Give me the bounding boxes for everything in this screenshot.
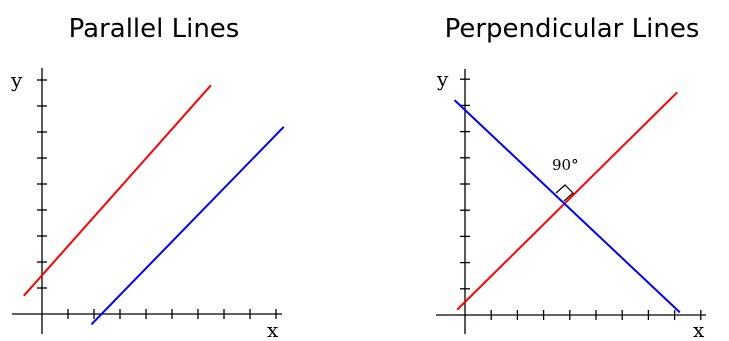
parallel-panel: Parallel Lines y x — [10, 14, 285, 341]
parallel-y-label: y — [10, 68, 23, 92]
perpendicular-panel: Perpendicular Lines y x 90° — [436, 14, 706, 341]
red-line — [23, 84, 212, 297]
parallel-lines — [23, 84, 285, 326]
parallel-title: Parallel Lines — [69, 14, 240, 44]
right-angle-label: 90° — [552, 156, 579, 174]
blue-line — [453, 99, 681, 314]
right-angle-marker — [555, 184, 574, 202]
perpendicular-axes — [436, 69, 706, 334]
perpendicular-lines — [453, 91, 681, 314]
perpendicular-x-label: x — [693, 318, 705, 341]
red-line — [456, 91, 678, 311]
perpendicular-title: Perpendicular Lines — [445, 14, 700, 44]
parallel-x-label: x — [267, 318, 279, 341]
parallel-axes — [12, 68, 282, 334]
perpendicular-y-label: y — [436, 67, 449, 91]
blue-line — [90, 126, 285, 326]
